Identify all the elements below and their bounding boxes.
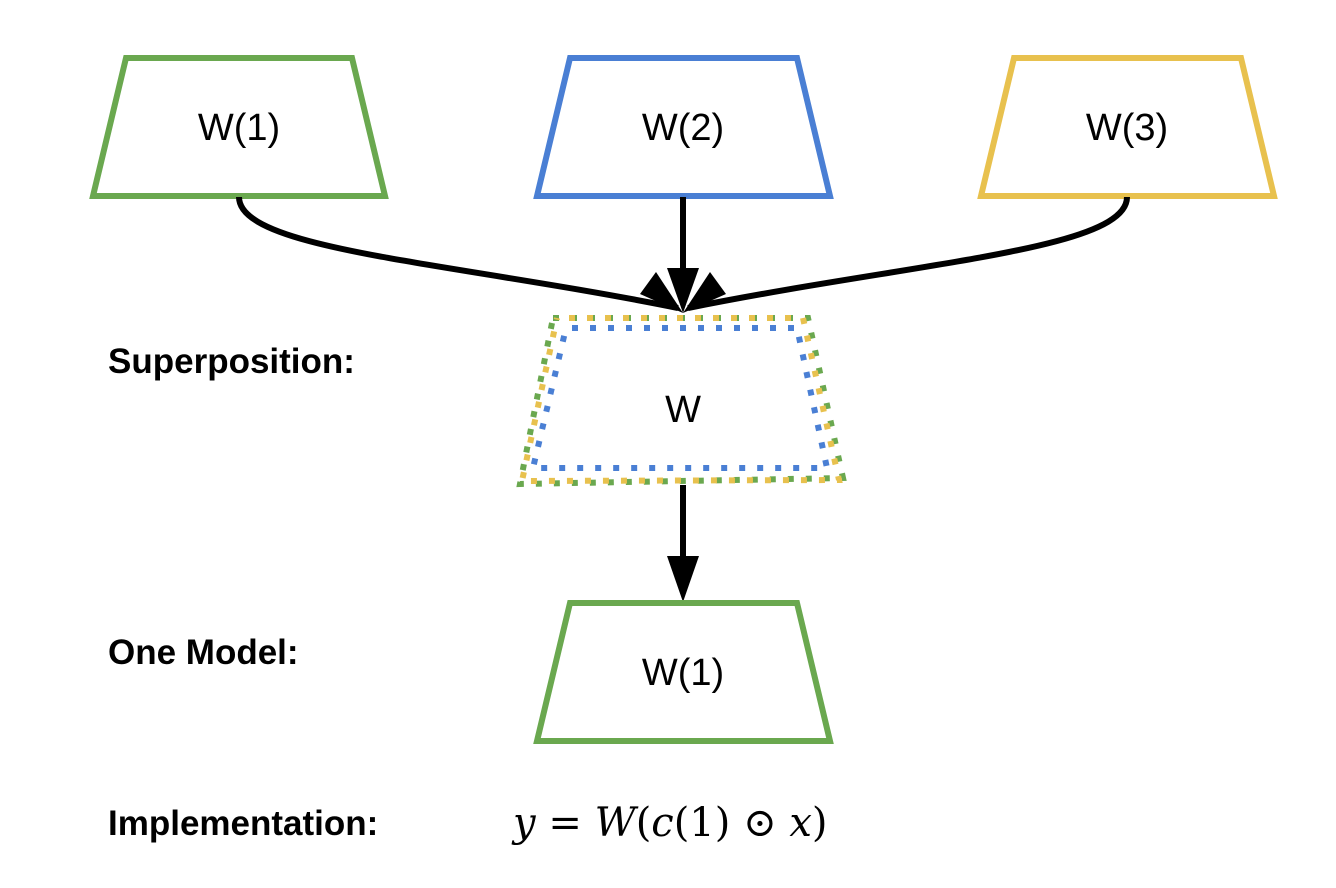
formula-y: y xyxy=(511,800,537,846)
formula-eq: = xyxy=(536,800,595,846)
formula-W: W xyxy=(595,800,639,846)
model-box-3: W(3) xyxy=(977,55,1278,199)
formula-odot: ⊙ xyxy=(730,800,789,846)
formula-one: (1) xyxy=(674,800,731,846)
model-box-2-shape xyxy=(533,55,834,199)
superposition-border-yellow xyxy=(518,315,843,485)
arrow-from-model-3 xyxy=(687,196,1130,311)
formula-c: c xyxy=(651,800,673,846)
superposition-box-label: W xyxy=(665,389,701,431)
formula-open: ( xyxy=(636,800,652,846)
model-box-2-label: W(2) xyxy=(642,107,724,149)
arrow-from-model-2-head xyxy=(667,268,699,313)
model-box-1-label: W(1) xyxy=(198,107,280,149)
formula-x: x xyxy=(789,800,812,846)
superposition-row-label: Superposition: xyxy=(108,342,355,381)
superposition-border-blue xyxy=(529,325,831,471)
model-box-1: W(1) xyxy=(89,55,389,199)
model-box-1-shape xyxy=(89,55,389,199)
one-model-row-label: One Model: xyxy=(108,633,299,672)
arrow-from-model-1 xyxy=(236,196,679,311)
model-box-2: W(2) xyxy=(533,55,834,199)
superposition-border-green xyxy=(516,315,847,488)
implementation-formula: y = W(c(1) ⊙ x) xyxy=(511,800,828,846)
arrow-to-one-model-head xyxy=(667,556,699,602)
arrow-from-model-3-head xyxy=(683,272,726,313)
model-box-3-shape xyxy=(977,55,1278,199)
one-model-box-shape xyxy=(533,600,834,744)
formula-close: ) xyxy=(812,800,828,846)
model-box-3-label: W(3) xyxy=(1086,107,1168,149)
one-model-box: W(1) xyxy=(533,600,834,744)
implementation-row-label: Implementation: xyxy=(108,804,378,843)
one-model-box-label: W(1) xyxy=(642,652,724,694)
superposition-box: W xyxy=(516,315,847,488)
arrow-from-model-1-head xyxy=(640,272,683,313)
